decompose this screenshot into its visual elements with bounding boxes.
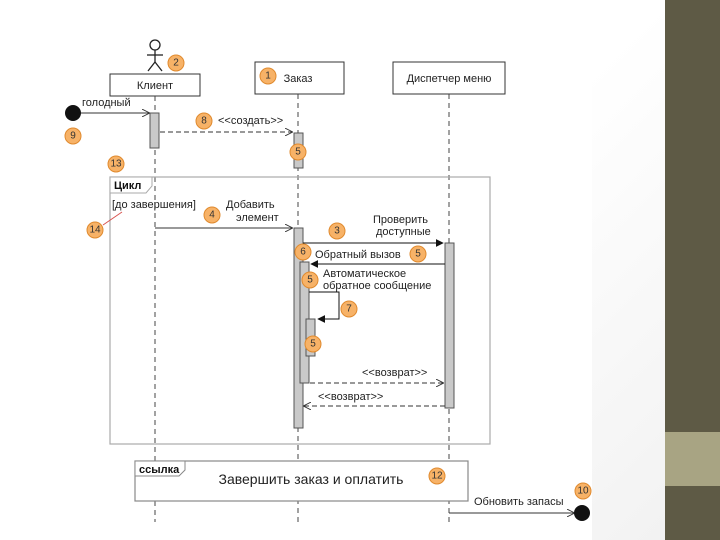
side-bar-middle: [665, 432, 720, 486]
loop-frame-tab: [109, 176, 153, 194]
ref-frame-text: Завершить заказ и оплатить: [219, 471, 404, 487]
return-label-1: <<возврат>>: [362, 367, 427, 379]
side-bar-bottom: [665, 486, 720, 540]
found-message-start: [65, 105, 81, 121]
loop-guard-label: [до завершения]: [112, 199, 196, 211]
svg-text:1: 1: [265, 71, 271, 82]
add-item-label-1: Добавить: [226, 199, 275, 211]
check-label-1: Проверить: [373, 214, 428, 226]
badges: 2 1 8 9 5 13 14 4 3 6 5 5 7 5 12 10: [64, 54, 592, 500]
svg-text:5: 5: [310, 339, 316, 350]
auto-msg-label-1: Автоматическое: [323, 268, 406, 280]
callback-label: Обратный вызов: [315, 249, 401, 261]
actor-icon: [147, 39, 163, 72]
svg-text:12: 12: [431, 471, 443, 482]
svg-text:5: 5: [295, 147, 301, 158]
ref-frame: [134, 460, 469, 502]
badge-3: 3: [328, 222, 346, 240]
activation-dispatcher: [444, 242, 455, 409]
auto-msg-label-2: обратное сообщение: [323, 280, 431, 292]
create-label: <<создать>>: [218, 115, 283, 127]
add-item-label-2: элемент: [236, 212, 279, 224]
badge-1: 1: [259, 67, 277, 85]
badge-5-create: 5: [289, 143, 307, 161]
badge-4: 4: [203, 206, 221, 224]
svg-text:13: 13: [110, 159, 122, 170]
ref-frame-tab: [134, 460, 186, 477]
badge-14-connector: [102, 211, 123, 226]
svg-text:3: 3: [334, 226, 340, 237]
badge-6: 6: [294, 243, 312, 261]
update-stock-label: Обновить запасы: [474, 496, 564, 508]
svg-text:6: 6: [300, 247, 306, 258]
side-bar-top: [665, 0, 720, 432]
badge-12: 12: [428, 467, 446, 485]
badge-8: 8: [195, 112, 213, 130]
diagram-panel: [97, 37, 592, 540]
hungry-label: голодный: [82, 97, 131, 109]
svg-text:5: 5: [415, 249, 421, 260]
ref-frame-label: ссылка: [139, 464, 180, 476]
participant-order-label: Заказ: [284, 73, 313, 85]
badge-14: 14: [86, 221, 104, 239]
return-label-2: <<возврат>>: [318, 391, 383, 403]
badge-5-auto: 5: [301, 271, 319, 289]
loop-frame: [109, 176, 491, 445]
participant-dispatcher-box: [392, 61, 506, 95]
lost-message-end: [574, 505, 590, 521]
badge-10: 10: [574, 482, 592, 500]
svg-text:2: 2: [173, 58, 179, 69]
participant-client-label: Клиент: [137, 80, 173, 92]
badge-7: 7: [340, 300, 358, 318]
participant-dispatcher-label: Диспетчер меню: [407, 73, 492, 85]
activation-bars: [149, 112, 455, 429]
svg-text:8: 8: [201, 116, 207, 127]
lifelines: [154, 94, 450, 522]
badge-5-self: 5: [304, 335, 322, 353]
svg-text:4: 4: [209, 210, 215, 221]
self-message-arrow: [309, 291, 340, 323]
svg-text:9: 9: [70, 131, 76, 142]
svg-text:10: 10: [577, 486, 589, 497]
svg-text:7: 7: [346, 304, 352, 315]
activation-client: [149, 112, 160, 149]
badge-2: 2: [167, 54, 185, 72]
badge-13: 13: [107, 155, 125, 173]
check-label-2: доступные: [376, 226, 431, 238]
svg-text:14: 14: [89, 225, 101, 236]
loop-frame-label: Цикл: [114, 180, 141, 192]
badge-9: 9: [64, 127, 82, 145]
badge-5-callback: 5: [409, 245, 427, 263]
svg-text:5: 5: [307, 275, 313, 286]
